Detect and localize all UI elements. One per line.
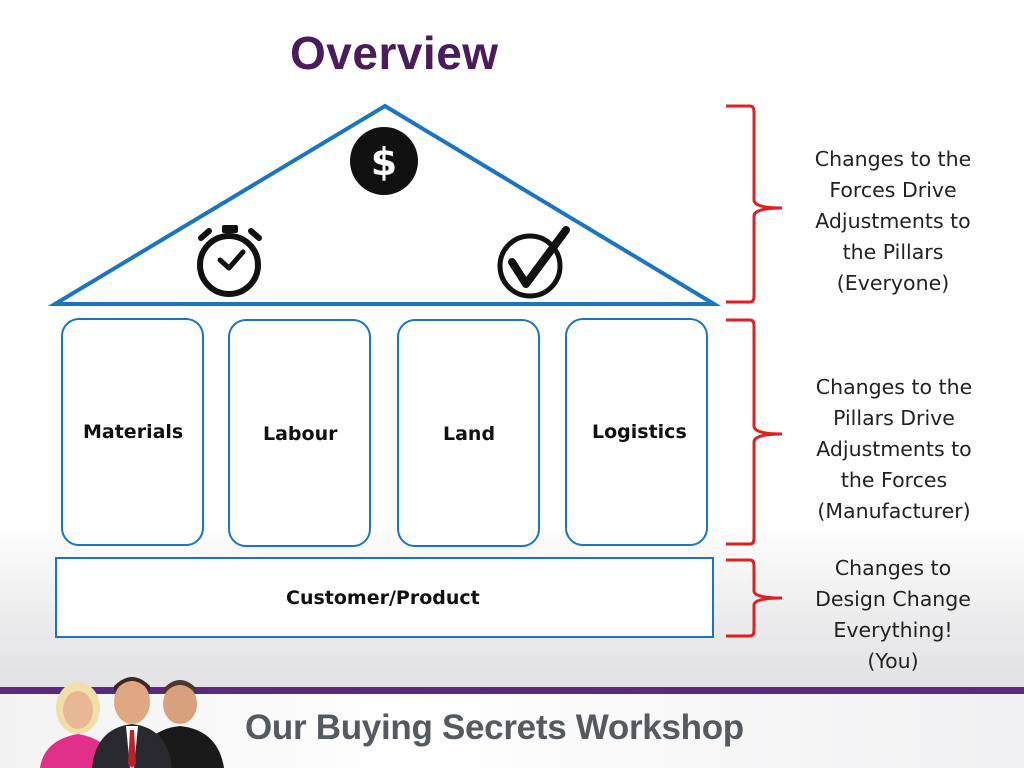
pillar-materials — [61, 318, 204, 546]
pillar-land — [397, 319, 540, 547]
stopwatch-icon — [197, 225, 262, 297]
footer-divider — [0, 687, 1024, 694]
dollar-symbol: $ — [371, 140, 397, 184]
pillar-label-land: Land — [443, 423, 496, 445]
note-forces: Changes to the Forces Drive Adjustments … — [814, 147, 972, 295]
pillar-label-labour: Labour — [263, 423, 338, 445]
page-title: Overview — [290, 27, 499, 79]
presenters-photo — [40, 677, 224, 768]
dollar-icon: $ — [350, 127, 418, 195]
note-pillars: Changes to the Pillars Drive Adjustments… — [815, 375, 973, 523]
brace-design — [726, 558, 783, 638]
brace-forces — [726, 104, 783, 304]
pillar-labour — [228, 319, 371, 547]
checkmark-icon — [497, 226, 570, 299]
pillar-label-logistics: Logistics — [592, 421, 687, 443]
brace-pillars — [726, 318, 783, 546]
pillar-label-materials: Materials — [83, 421, 184, 443]
footer-title: Our Buying Secrets Workshop — [245, 708, 744, 747]
base-customer-product — [55, 557, 714, 638]
pillar-logistics — [565, 318, 708, 546]
note-design: Changes to Design Change Everything! (Yo… — [815, 556, 971, 673]
base-label: Customer/Product — [286, 587, 480, 609]
